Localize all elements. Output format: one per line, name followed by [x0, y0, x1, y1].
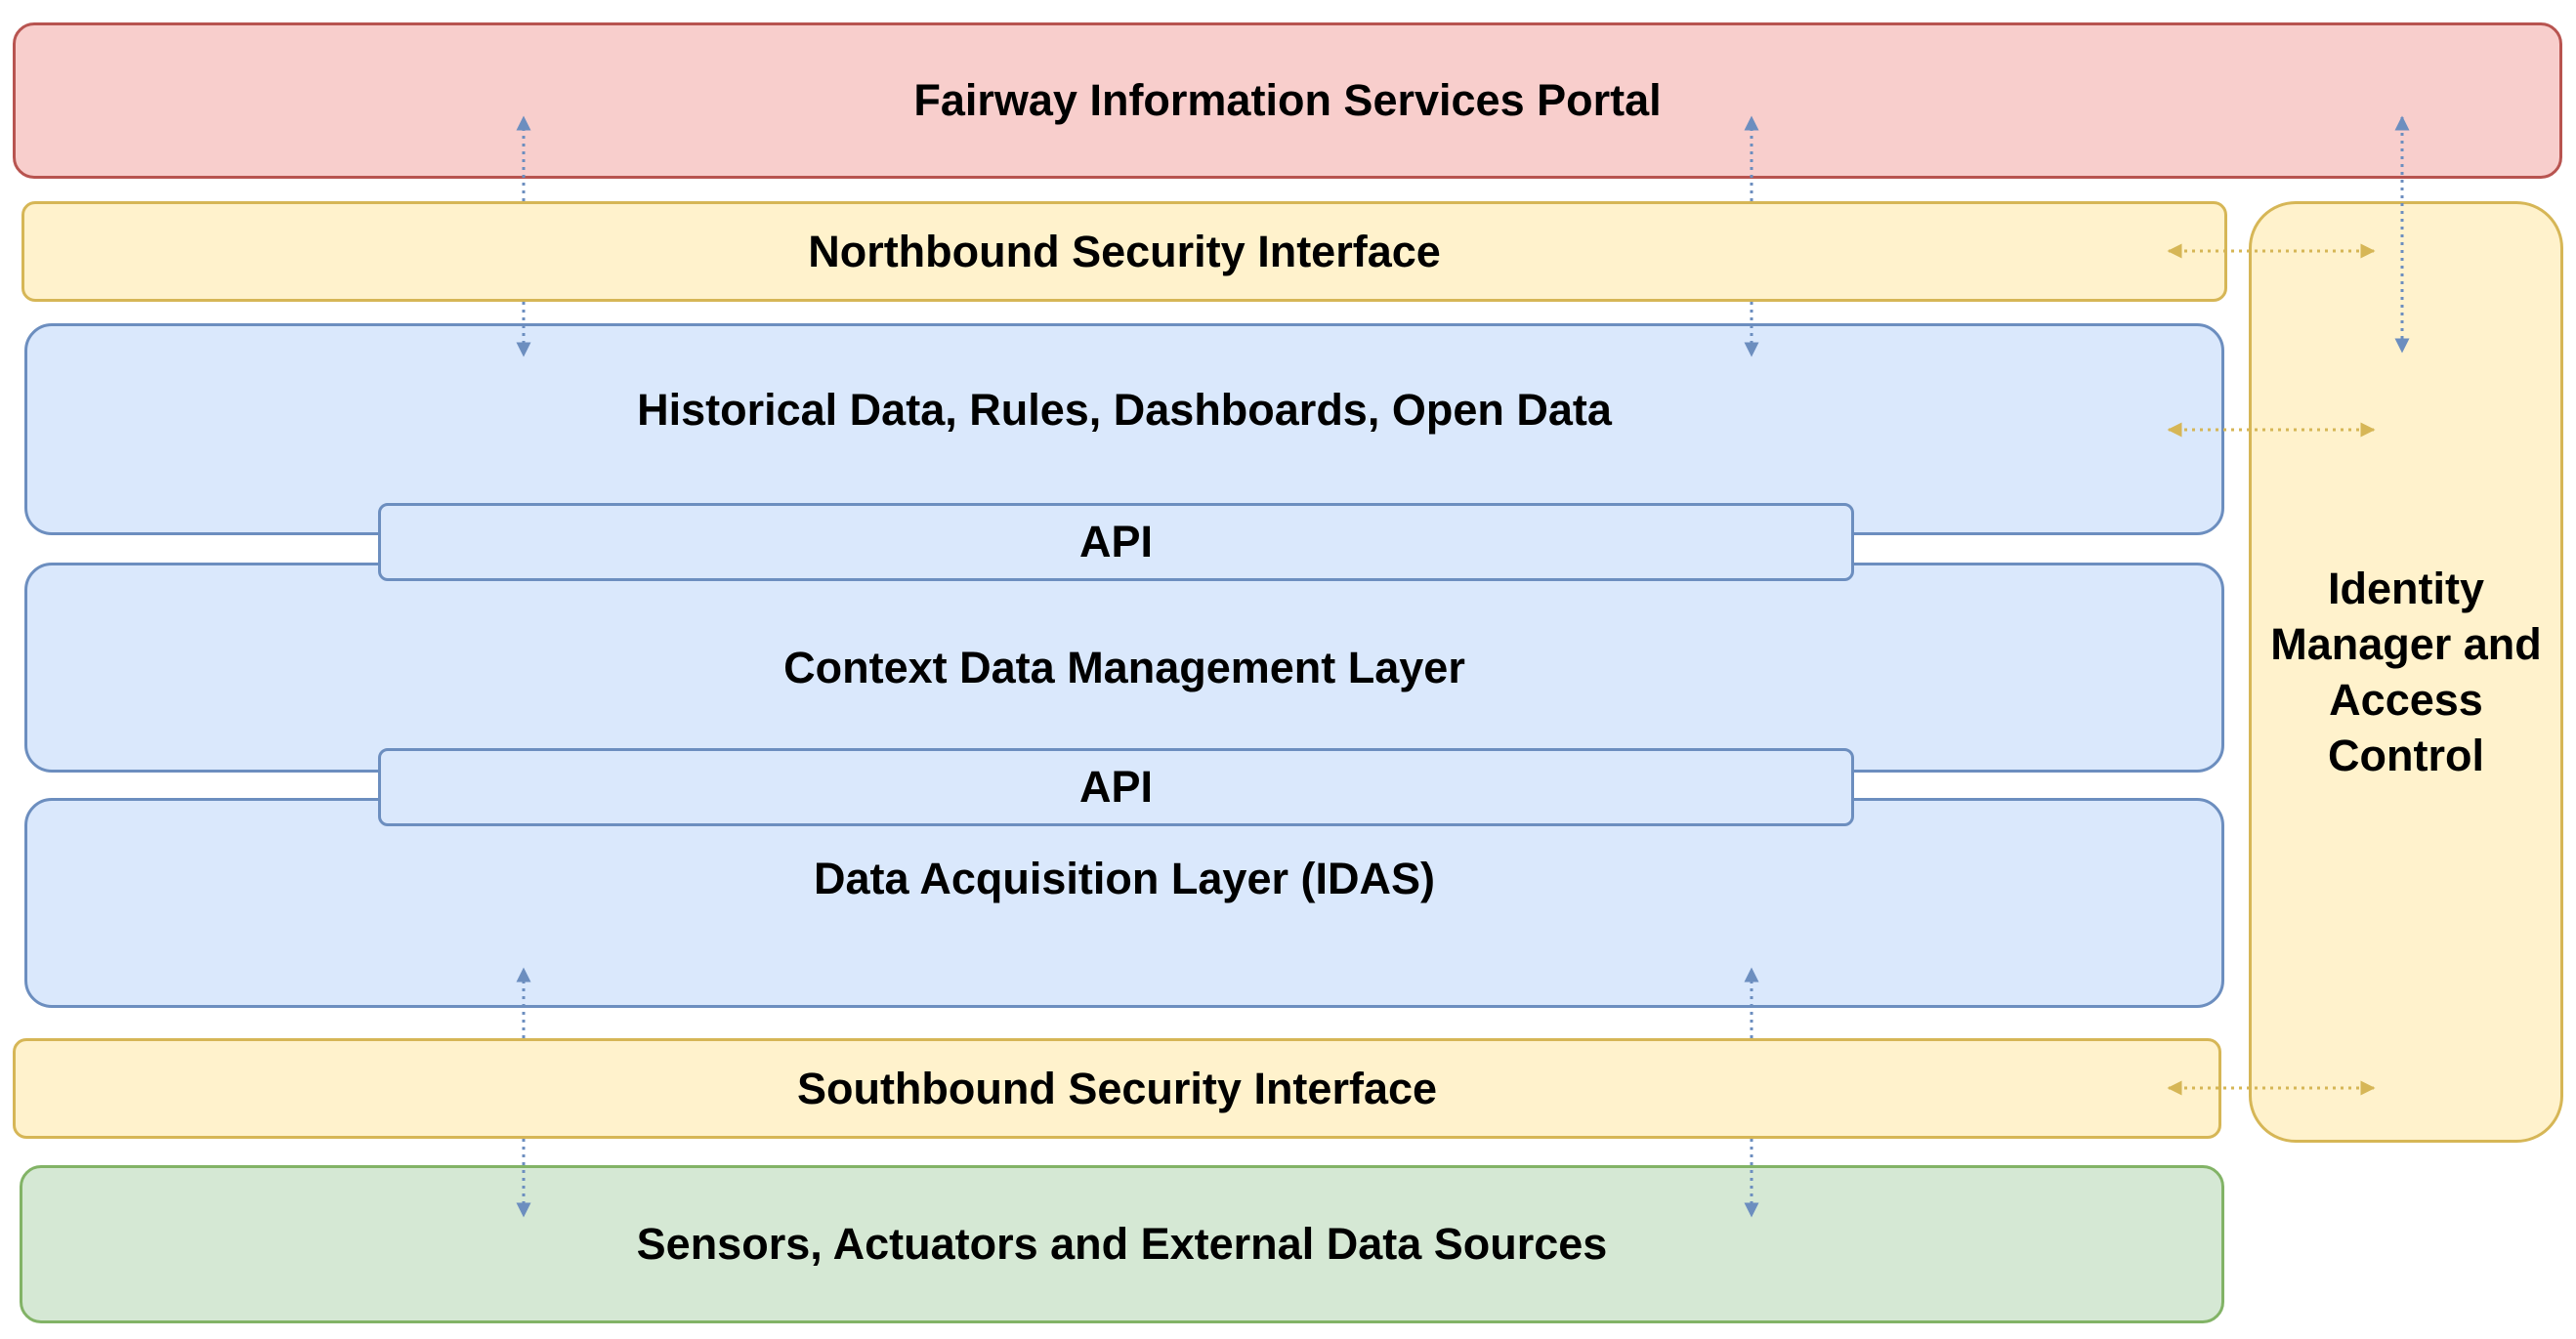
- identity-manager-box: Identity Manager and Access Control: [2249, 201, 2563, 1143]
- api-lower: API: [378, 748, 1854, 826]
- api-upper: API: [378, 503, 1854, 581]
- acquisition-label: Data Acquisition Layer (IDAS): [814, 853, 1435, 903]
- data-acquisition-layer: Data Acquisition Layer (IDAS): [24, 798, 2224, 1008]
- context-label: Context Data Management Layer: [783, 642, 1465, 692]
- api-lower-label: API: [1078, 762, 1153, 812]
- context-data-management-layer: Context Data Management Layer: [24, 563, 2224, 773]
- historical-data-layer: Historical Data, Rules, Dashboards, Open…: [24, 323, 2224, 535]
- api-upper-label: API: [1078, 517, 1153, 566]
- portal-label: Fairway Information Services Portal: [913, 75, 1662, 125]
- northbound-label: Northbound Security Interface: [808, 226, 1441, 276]
- historical-label: Historical Data, Rules, Dashboards, Open…: [637, 384, 1612, 435]
- northbound-security-interface: Northbound Security Interface: [21, 201, 2227, 302]
- southbound-label: Southbound Security Interface: [796, 1063, 1438, 1113]
- portal-box: Fairway Information Services Portal: [13, 22, 2562, 179]
- sensors-label: Sensors, Actuators and External Data Sou…: [636, 1219, 1608, 1269]
- southbound-security-interface: Southbound Security Interface: [13, 1038, 2221, 1139]
- sensors-box: Sensors, Actuators and External Data Sou…: [20, 1165, 2224, 1323]
- identity-label: Identity Manager and Access Control: [2270, 564, 2542, 780]
